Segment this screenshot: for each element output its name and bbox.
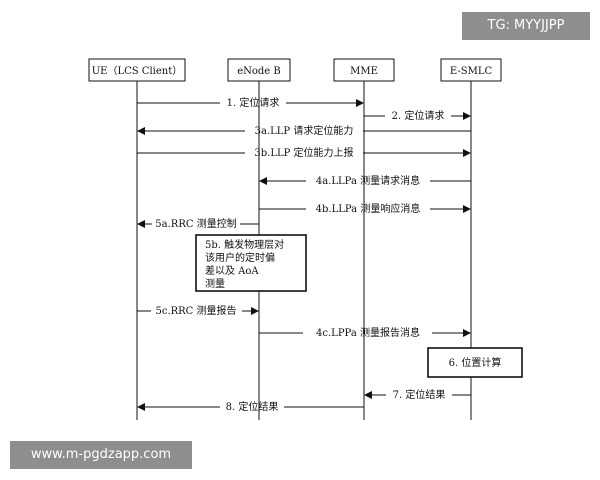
message-5a-label: 5a.RRC 测量控制 [155,217,236,230]
participant-ue: UE（LCS Client） [88,58,186,82]
message-4b-label: 4b.LLPa 测量响应消息 [316,202,421,215]
process-5b-line-4: 测量 [205,277,225,290]
message-7-label: 7. 定位结果 [393,388,446,401]
message-8-label: 8. 定位结果 [226,400,279,413]
watermark-tag: TG: MYYJJPP [462,12,590,40]
participant-mme: MME [333,58,395,82]
site-watermark: www.m-pgdzapp.com [10,441,192,469]
participant-esmlc-label: E-SMLC [450,66,493,77]
participant-mme-label: MME [350,66,378,77]
process-5b-line-2: 该用户的定时偏 [205,251,275,264]
message-2-label: 2. 定位请求 [392,109,445,122]
process-6-box: 6. 位置计算 [427,347,523,378]
participant-ue-label: UE（LCS Client） [92,65,182,77]
message-1: 1. 定位请求 [137,96,364,109]
message-4a-label: 4a.LLPa 测量请求消息 [316,174,420,187]
process-5b-box: 5b. 触发物理层对 该用户的定时偏 差以及 AoA 测量 [195,234,307,292]
message-5c: 5c.RRC 测量报告 [137,304,259,317]
message-3b: 3b.LLP 定位能力上报 [137,146,471,159]
message-4b: 4b.LLPa 测量响应消息 [259,202,471,215]
message-3a-label: 3a.LLP 请求定位能力 [255,124,354,137]
message-8: 8. 定位结果 [137,400,364,413]
message-4a: 4a.LLPa 测量请求消息 [259,174,471,187]
participant-enodeb: eNode B [227,58,291,82]
message-3b-label: 3b.LLP 定位能力上报 [254,146,353,159]
participant-esmlc: E-SMLC [440,58,502,82]
participant-enodeb-label: eNode B [237,66,281,77]
message-3a: 3a.LLP 请求定位能力 [137,124,471,137]
message-2: 2. 定位请求 [364,109,471,122]
message-1-label: 1. 定位请求 [227,96,280,109]
message-4c-label: 4c.LPPa 测量报告消息 [316,326,420,339]
process-5b-line-1: 5b. 触发物理层对 [205,238,284,251]
process-6-label: 6. 位置计算 [449,356,502,369]
message-5a: 5a.RRC 测量控制 [137,217,259,230]
message-4c: 4c.LPPa 测量报告消息 [259,326,471,339]
process-5b-line-3: 差以及 AoA [205,264,259,277]
message-7: 7. 定位结果 [364,388,471,401]
message-5c-label: 5c.RRC 测量报告 [155,304,236,317]
